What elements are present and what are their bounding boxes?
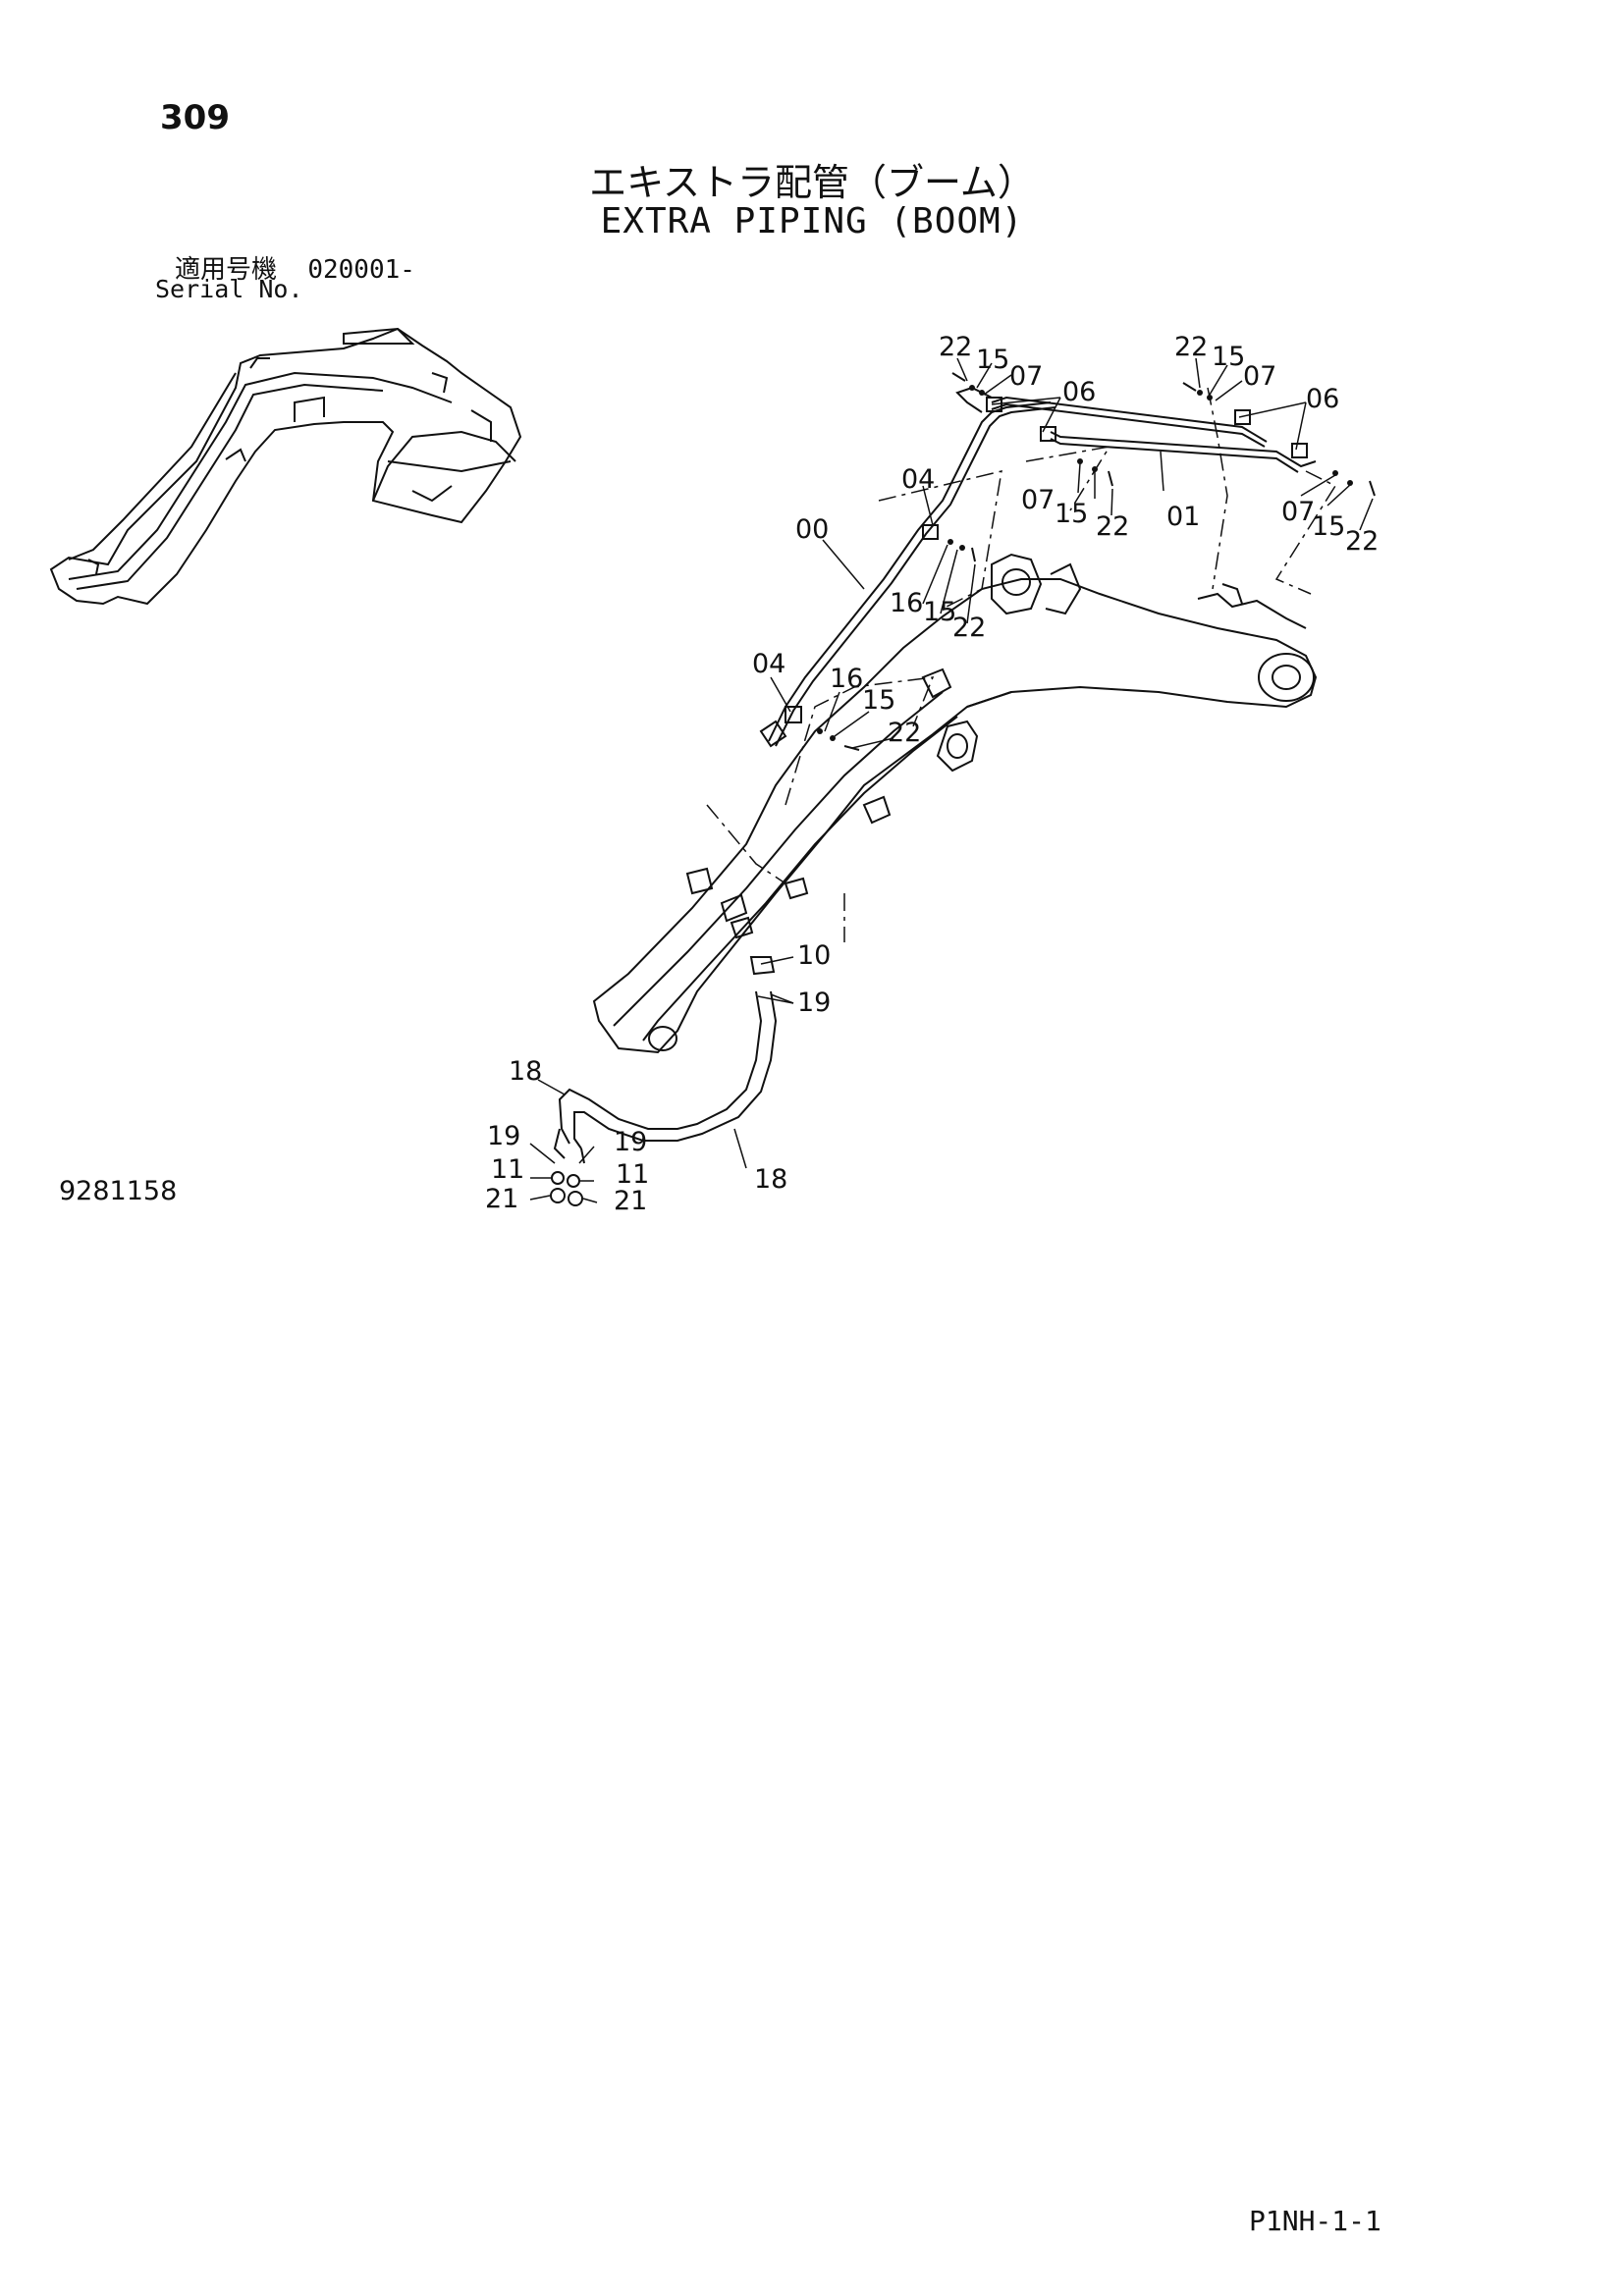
callout-18a: 18 xyxy=(509,1056,542,1087)
callout-19c: 19 xyxy=(614,1127,647,1157)
callout-21a: 21 xyxy=(485,1184,518,1214)
callout-19b: 19 xyxy=(487,1121,520,1151)
callout-18b: 18 xyxy=(754,1164,787,1195)
callout-01: 01 xyxy=(1166,502,1200,532)
callout-labels: 22 15 07 06 22 15 07 06 04 07 15 22 01 0… xyxy=(485,332,1379,1216)
fasteners xyxy=(843,372,1376,751)
overview-excavator-drawing xyxy=(49,327,522,606)
callout-15d: 15 xyxy=(1312,511,1345,542)
callout-11a: 11 xyxy=(491,1154,524,1185)
callout-15f: 15 xyxy=(862,685,895,716)
callout-21b: 21 xyxy=(614,1186,647,1216)
callout-22a: 22 xyxy=(939,332,972,362)
callout-22b: 22 xyxy=(1174,332,1208,362)
callout-07c: 07 xyxy=(1021,485,1055,515)
callout-04a: 04 xyxy=(901,464,935,495)
callout-16b: 16 xyxy=(830,664,863,694)
callout-15b: 15 xyxy=(1212,342,1245,372)
callout-11b: 11 xyxy=(616,1159,649,1190)
callout-06a: 06 xyxy=(1062,377,1096,407)
washers xyxy=(817,385,1353,741)
serial-label-jp: 適用号機 xyxy=(175,255,278,285)
leader-lines xyxy=(529,357,1374,1203)
callout-22d: 22 xyxy=(1345,526,1379,557)
callout-22e: 22 xyxy=(952,613,986,643)
sheet-code: P1NH-1-1 xyxy=(1249,2205,1381,2237)
callout-07d: 07 xyxy=(1281,497,1315,527)
callout-10: 10 xyxy=(797,940,831,971)
page-number: 309 xyxy=(160,98,230,137)
serial-value: 020001- xyxy=(307,255,415,285)
boom-drawing xyxy=(592,553,1318,1054)
callout-04b: 04 xyxy=(752,649,785,679)
callout-06b: 06 xyxy=(1306,384,1339,414)
callout-16a: 16 xyxy=(890,588,923,618)
callout-15c: 15 xyxy=(1055,499,1088,529)
callout-15e: 15 xyxy=(923,597,956,627)
title-english: EXTRA PIPING (BOOM) xyxy=(600,201,1024,241)
title-japanese: エキストラ配管（ブーム） xyxy=(589,161,1035,204)
serial-line-jp: 適用号機 020001- xyxy=(175,249,415,286)
figure-id: 9281158 xyxy=(59,1176,178,1206)
callout-22c: 22 xyxy=(1096,511,1129,542)
callout-22f: 22 xyxy=(888,718,921,748)
callout-07a: 07 xyxy=(1009,361,1043,392)
serial-label-en: Serial No. xyxy=(155,275,303,303)
callout-19a: 19 xyxy=(797,988,831,1018)
pipe-assembly xyxy=(550,386,1317,1206)
callout-07b: 07 xyxy=(1243,361,1276,392)
phantom-lines xyxy=(706,387,1337,942)
callout-15a: 15 xyxy=(976,345,1009,375)
callout-00: 00 xyxy=(795,514,829,545)
